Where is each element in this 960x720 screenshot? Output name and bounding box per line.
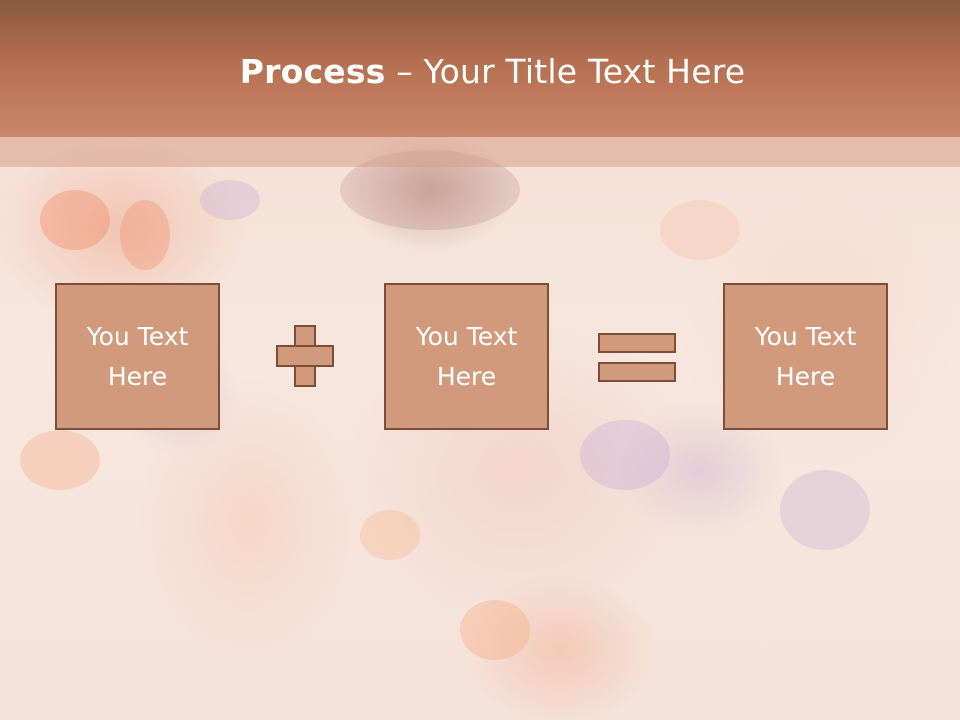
- slide-title: Process – Your Title Text Here: [0, 52, 960, 91]
- pattern-dot: [40, 190, 110, 250]
- process-box-3-line2: Here: [775, 361, 836, 391]
- title-bar-band: [0, 137, 960, 167]
- title-bar: [0, 0, 960, 137]
- process-box-3-line1: You Text: [754, 321, 857, 351]
- process-box-3: You Text Here: [723, 283, 888, 430]
- pattern-dot: [200, 180, 260, 220]
- pattern-dot: [660, 200, 740, 260]
- pattern-dot: [20, 430, 100, 490]
- pattern-dot: [580, 420, 670, 490]
- plus-icon: [276, 325, 334, 387]
- pattern-dot: [780, 470, 870, 550]
- equals-icon: [598, 333, 676, 383]
- pattern-dot: [120, 200, 170, 270]
- pattern-dot: [360, 510, 420, 560]
- slide-title-strong: Process: [239, 52, 386, 91]
- process-box-2-line2: Here: [436, 361, 497, 391]
- process-box-2: You Text Here: [384, 283, 549, 430]
- slide-title-rest: – Your Title Text Here: [385, 52, 746, 91]
- process-box-1-line1: You Text: [86, 321, 189, 351]
- process-box-1: You Text Here: [55, 283, 220, 430]
- process-box-2-line1: You Text: [415, 321, 518, 351]
- process-box-1-line2: Here: [107, 361, 168, 391]
- pattern-dot: [460, 600, 530, 660]
